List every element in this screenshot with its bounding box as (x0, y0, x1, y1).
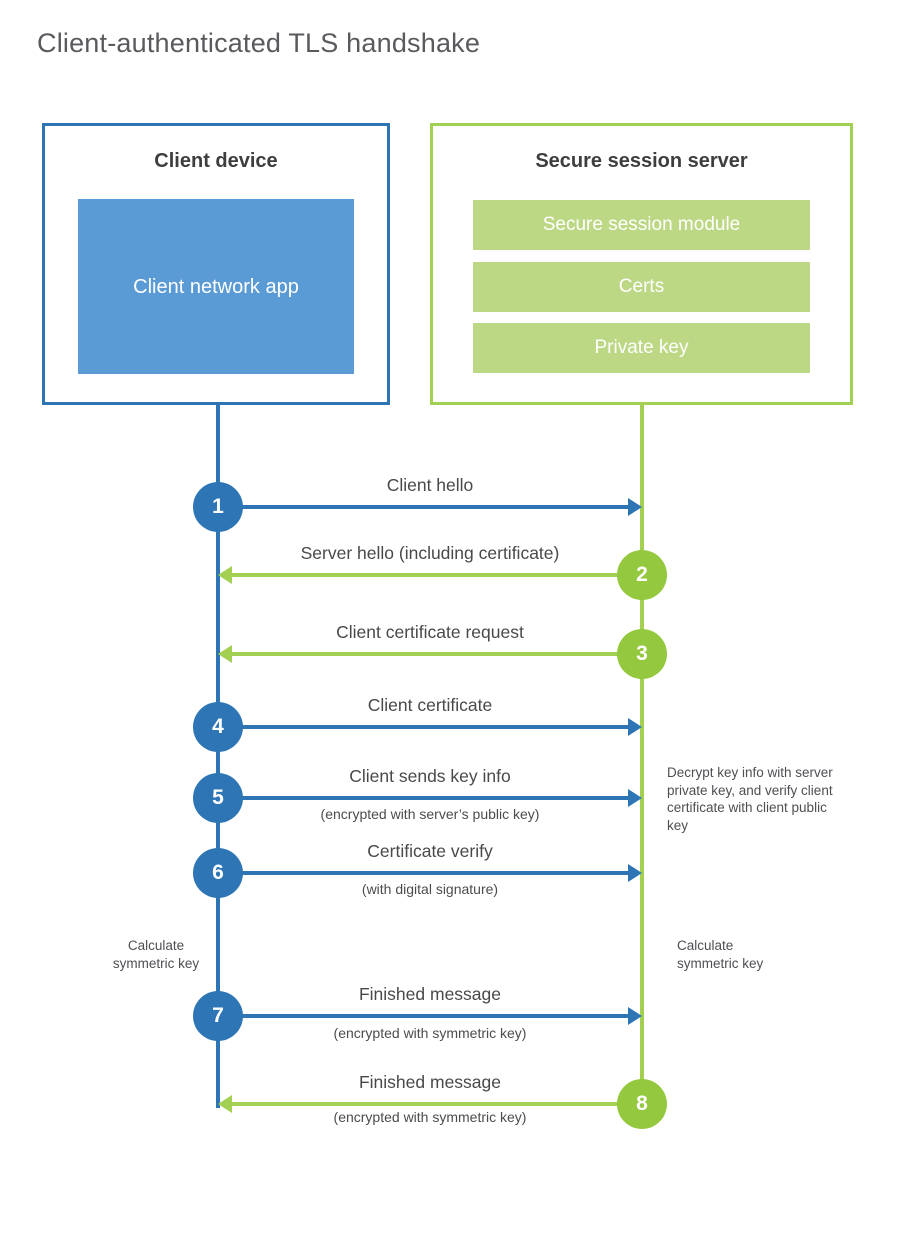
calculate-symmetric-key-note-client: Calculate symmetric key (112, 938, 200, 971)
step-5-label: Client sends key info (349, 766, 511, 786)
step-1-arrowhead-right-icon (628, 498, 642, 516)
step-6-number-badge: 6 (193, 848, 243, 898)
step-1-number-badge: 1 (193, 482, 243, 532)
client-device-box: Client device Client network app (42, 123, 390, 405)
step-3-number-badge: 3 (617, 629, 667, 679)
secure-session-server-box: Secure session server Secure session mod… (430, 123, 853, 405)
step-3-label: Client certificate request (336, 622, 524, 642)
step-3-arrowhead-left-icon (218, 645, 232, 663)
step-8-label: Finished message (358, 1072, 502, 1092)
step-8-arrowhead-left-icon (218, 1095, 232, 1113)
step-6-sublabel: (with digital signature) (361, 881, 499, 897)
client-network-app-box: Client network app (78, 199, 354, 374)
client-lifeline (216, 405, 220, 1108)
step-7-arrow-line (218, 1014, 628, 1018)
step-4-arrow-line (218, 725, 628, 729)
step-7-sublabel: (encrypted with symmetric key) (333, 1025, 527, 1041)
step-2-arrow-line (232, 573, 642, 577)
step-1-arrow-line (218, 505, 628, 509)
step-1-label: Client hello (386, 475, 474, 495)
server-module-private-key: Private key (473, 323, 810, 373)
server-module-secure-session: Secure session module (473, 200, 810, 250)
client-device-title: Client device (154, 150, 278, 172)
step-4-label: Client certificate (367, 695, 493, 715)
server-lifeline (640, 405, 644, 1104)
step-6-label: Certificate verify (367, 841, 493, 861)
step-6-arrow-line (218, 871, 628, 875)
secure-session-server-title: Secure session server (535, 150, 748, 172)
step-5-arrowhead-right-icon (628, 789, 642, 807)
step-5-arrow-line (218, 796, 628, 800)
step-5-sublabel: (encrypted with server’s public key) (320, 806, 540, 822)
step-8-number-badge: 8 (617, 1079, 667, 1129)
step-4-number-badge: 4 (193, 702, 243, 752)
step-8-arrow-line (232, 1102, 642, 1106)
server-module-certs: Certs (473, 262, 810, 312)
page-title: Client-authenticated TLS handshake (37, 28, 481, 58)
step-4-arrowhead-right-icon (628, 718, 642, 736)
calculate-symmetric-key-note-server: Calculate symmetric key (677, 938, 764, 971)
client-network-app-label: Client network app (133, 275, 299, 298)
step-6-arrowhead-right-icon (628, 864, 642, 882)
step-3-arrow-line (232, 652, 642, 656)
decrypt-key-info-note: Decrypt key info with server private key… (667, 765, 833, 833)
step-7-label: Finished message (358, 984, 502, 1004)
step-8-sublabel: (encrypted with symmetric key) (333, 1109, 527, 1125)
step-7-arrowhead-right-icon (628, 1007, 642, 1025)
step-7-number-badge: 7 (193, 991, 243, 1041)
step-2-number-badge: 2 (617, 550, 667, 600)
step-2-arrowhead-left-icon (218, 566, 232, 584)
step-5-number-badge: 5 (193, 773, 243, 823)
step-2-label: Server hello (including certificate) (300, 543, 560, 563)
